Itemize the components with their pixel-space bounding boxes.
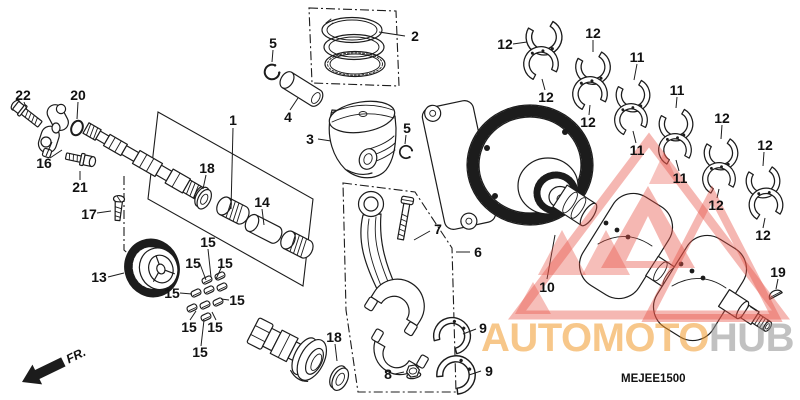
callout-label-22: 22	[15, 87, 31, 103]
callout-label-12: 12	[757, 137, 773, 153]
watermark-brand: AUTOMOTOHUB	[481, 316, 795, 360]
callout-label-12: 12	[538, 89, 554, 105]
callout-label-1: 1	[229, 112, 237, 128]
callout-label-3: 3	[306, 131, 314, 147]
callout-label-12: 12	[580, 114, 596, 130]
piston-assembly	[263, 16, 414, 179]
callout-label-11: 11	[629, 49, 645, 65]
ring-set-box	[308, 7, 400, 87]
rod-bearing-cap	[371, 328, 429, 376]
o-ring-20	[70, 119, 84, 137]
balancer-holder-parts	[10, 99, 204, 222]
washer-18-rear	[329, 365, 350, 392]
callout-label-12: 12	[708, 197, 724, 213]
connecting-rod	[357, 190, 425, 337]
callout-label-2: 2	[411, 28, 419, 44]
diagram-code: MEJEE1500	[621, 373, 686, 385]
front-direction-arrow	[22, 357, 66, 385]
connecting-rod-box	[342, 182, 457, 393]
piston-3	[328, 100, 397, 179]
callout-label-14: 14	[254, 194, 270, 210]
callout-label-10: 10	[539, 279, 555, 295]
callout-label-13: 13	[91, 269, 107, 285]
callout-label-4: 4	[284, 109, 292, 125]
callout-label-12: 12	[497, 36, 513, 52]
callout-label-5: 5	[403, 120, 411, 136]
balancer-link-16	[37, 103, 69, 159]
callout-label-11: 11	[672, 170, 688, 186]
balancer-gear-13	[124, 238, 180, 298]
callout-label-9: 9	[479, 320, 487, 336]
bolt-22	[10, 99, 43, 128]
balancer-shaft	[82, 122, 204, 200]
watermark-brand-left: AUTOMOTO	[481, 316, 709, 360]
washer-18-front	[194, 186, 212, 210]
callout-label-15: 15	[181, 319, 197, 335]
leader-lines	[23, 31, 779, 376]
callout-label-17: 17	[81, 206, 97, 222]
crankshaft-assembly	[421, 100, 783, 342]
callout-label-20: 20	[70, 87, 86, 103]
collar-14	[244, 213, 283, 244]
watermark-brand-right: HUB	[708, 316, 795, 360]
piston-pin-4	[279, 71, 324, 107]
callout-label-12: 12	[585, 25, 601, 41]
circlip-5-upper	[263, 63, 281, 81]
crankshaft	[552, 184, 773, 342]
callout-label-15: 15	[164, 285, 180, 301]
callout-label-18: 18	[326, 329, 342, 345]
circlip-5-lower	[398, 144, 414, 160]
balancer-assembly-parts	[124, 186, 350, 392]
callout-label-15: 15	[192, 344, 208, 360]
rod-bolt-7	[396, 195, 415, 241]
bolt-21	[64, 152, 97, 168]
callout-label-15: 15	[207, 319, 223, 335]
watermark-logo	[507, 132, 791, 322]
callout-label-6: 6	[474, 244, 482, 260]
piston-ring-set	[321, 16, 386, 78]
callout-label-8: 8	[384, 366, 392, 382]
callout-label-11: 11	[669, 82, 685, 98]
callout-label-12: 12	[714, 110, 730, 126]
woodruff-key-19	[768, 289, 783, 300]
rod-nut-8	[405, 364, 422, 380]
callout-label-18: 18	[199, 160, 215, 176]
callout-label-21: 21	[72, 179, 88, 195]
callout-label-15: 15	[185, 255, 201, 271]
callout-label-15: 15	[217, 255, 233, 271]
callout-label-15: 15	[200, 234, 216, 250]
screw-17	[112, 194, 126, 222]
balancer-weight	[246, 317, 328, 382]
callout-label-19: 19	[770, 264, 786, 280]
callout-label-15: 15	[229, 292, 245, 308]
connecting-rod-assembly	[357, 190, 484, 399]
callout-label-12: 12	[755, 227, 771, 243]
callout-label-16: 16	[36, 155, 52, 171]
callout-label-11: 11	[629, 142, 645, 158]
callout-label-5: 5	[269, 35, 277, 51]
callout-label-9: 9	[485, 363, 493, 379]
callout-label-7: 7	[434, 221, 442, 237]
